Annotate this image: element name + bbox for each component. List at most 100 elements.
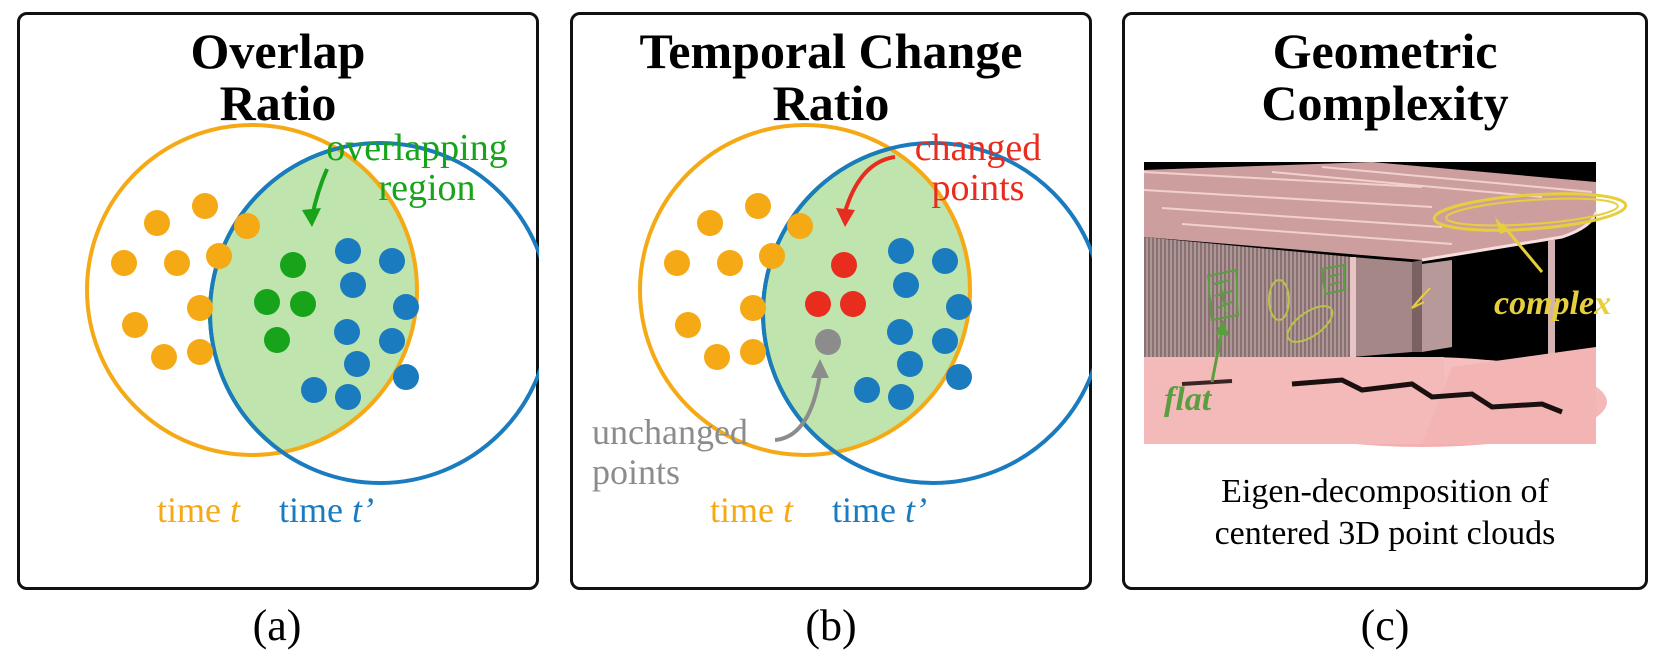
point-time-t-prime	[335, 238, 361, 264]
panel-c-title-line1: Geometric	[1272, 23, 1498, 79]
complex-ellipse-inner	[1445, 197, 1619, 227]
point-time-t	[704, 344, 730, 370]
panel-geometric-complexity: Geometric Complexity	[1122, 12, 1648, 590]
point-overlap	[280, 252, 306, 278]
unchanged-label-line2: points	[592, 452, 680, 492]
point-time-t-prime	[379, 328, 405, 354]
point-time-t	[151, 344, 177, 370]
description-line2: centered 3D point clouds	[1215, 515, 1556, 552]
point-time-t	[740, 339, 766, 365]
complex-ellipse	[1432, 192, 1628, 232]
point-time-t-prime	[887, 319, 913, 345]
flat-arrow	[1210, 329, 1224, 383]
complex-mini-arrow	[1411, 287, 1431, 309]
point-time-t-prime	[946, 364, 972, 390]
point-time-t	[697, 210, 723, 236]
point-time-t	[164, 250, 190, 276]
point-time-t-prime	[854, 377, 880, 403]
point-overlap	[254, 289, 280, 315]
point-time-t	[787, 213, 813, 239]
point-time-t-prime	[888, 238, 914, 264]
point-time-t	[234, 213, 260, 239]
legend-time-t: time t	[710, 490, 794, 530]
point-time-t-prime	[340, 272, 366, 298]
unchanged-label-line1: unchanged	[592, 412, 748, 452]
panel-c-title: Geometric Complexity	[1125, 25, 1645, 129]
point-changed	[831, 252, 857, 278]
panel-b-title: Temporal Change Ratio	[573, 25, 1089, 129]
point-time-t-prime	[932, 328, 958, 354]
point-time-t	[206, 243, 232, 269]
point-time-t	[122, 312, 148, 338]
point-time-t	[187, 339, 213, 365]
point-time-t	[745, 193, 771, 219]
change-venn-diagram: changed points unchanged points time t t…	[592, 123, 1092, 530]
description-line1: Eigen-decomposition of	[1221, 473, 1549, 510]
point-time-t-prime	[888, 384, 914, 410]
flat-sketch-1	[1206, 268, 1240, 322]
time-t-circle	[85, 123, 419, 457]
point-time-t-prime	[946, 294, 972, 320]
panel-temporal-change-ratio: Temporal Change Ratio changed points unc…	[570, 12, 1092, 590]
point-overlap	[264, 327, 290, 353]
point-time-t-prime	[344, 351, 370, 377]
changed-arrowhead	[836, 208, 855, 227]
point-changed	[805, 291, 831, 317]
overlap-region	[210, 143, 417, 455]
point-dots	[664, 193, 972, 410]
point-time-t-prime	[301, 377, 327, 403]
panel-overlap-ratio: Overlap Ratio overlapping region time t …	[17, 12, 539, 590]
point-time-t-prime	[932, 248, 958, 274]
point-time-t	[664, 250, 690, 276]
point-time-t-prime	[334, 319, 360, 345]
point-time-t-prime	[393, 294, 419, 320]
point-time-t	[740, 295, 766, 321]
point-time-t-prime	[335, 384, 361, 410]
panel-b-title-line1: Temporal Change	[639, 23, 1023, 79]
legend-time-t-prime: time t’	[832, 490, 927, 530]
point-time-t-prime	[393, 364, 419, 390]
legend-time-t: time t	[157, 490, 241, 530]
point-cloud-figure: complex flat Eigen-decomposition of cent…	[1143, 162, 1628, 552]
panel-b-title-line2: Ratio	[772, 75, 890, 131]
flat-sketch-4	[1286, 305, 1334, 343]
complex-label: complex	[1494, 285, 1611, 322]
changed-label-line2: points	[932, 167, 1025, 209]
overlap-annotation-line1: overlapping	[326, 127, 508, 169]
complex-arrowhead	[1495, 217, 1508, 234]
point-time-t	[759, 243, 785, 269]
point-time-t-prime	[897, 351, 923, 377]
overlap-region	[763, 143, 970, 455]
point-time-t-prime	[379, 248, 405, 274]
point-overlap	[290, 291, 316, 317]
flat-sketch-3	[1320, 263, 1345, 296]
flat-label: flat	[1164, 381, 1213, 418]
panel-a-title-line2: Ratio	[219, 75, 337, 131]
point-dots	[111, 193, 419, 410]
complex-arrow	[1500, 223, 1544, 273]
overlap-arrowhead	[302, 208, 321, 227]
point-time-t-prime	[893, 272, 919, 298]
panel-c-title-line2: Complexity	[1261, 75, 1509, 131]
unchanged-arrowhead	[811, 359, 829, 378]
point-time-t	[717, 250, 743, 276]
changed-label-line1: changed	[915, 127, 1042, 169]
point-time-t	[111, 250, 137, 276]
point-time-t	[675, 312, 701, 338]
caption-a: (a)	[252, 601, 302, 650]
point-time-t	[192, 193, 218, 219]
caption-b: (b)	[805, 601, 857, 650]
point-unchanged	[815, 329, 841, 355]
changed-arrow	[843, 155, 896, 213]
flat-sketch-2	[1268, 279, 1290, 321]
time-t-circle	[638, 123, 972, 457]
point-changed	[840, 291, 866, 317]
unchanged-arrow	[774, 373, 822, 442]
overlap-annotation-line2: region	[378, 167, 475, 209]
point-time-t	[187, 295, 213, 321]
flat-arrowhead	[1215, 320, 1229, 336]
panel-a-title: Overlap Ratio	[20, 25, 536, 129]
point-time-t	[144, 210, 170, 236]
caption-c: (c)	[1360, 601, 1410, 650]
overlap-venn-diagram: overlapping region time t time t’	[85, 123, 539, 530]
